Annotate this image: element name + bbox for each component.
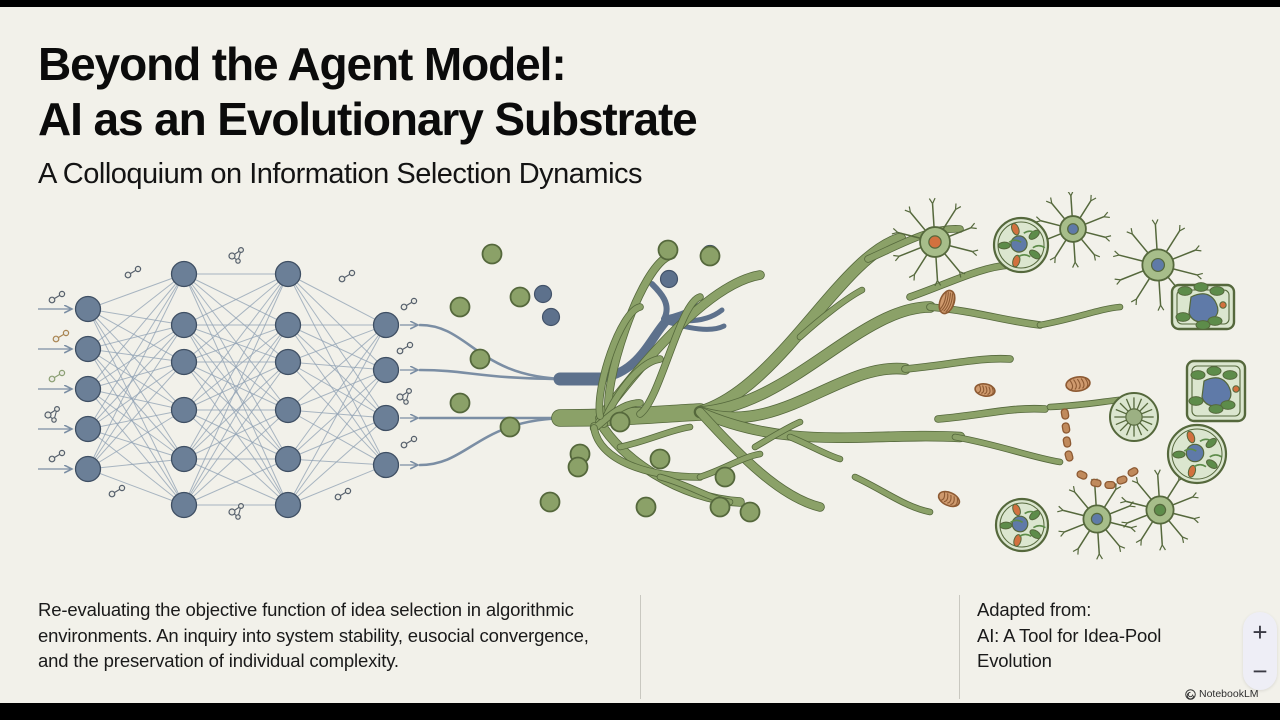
letterbox-bar-top (0, 0, 1280, 7)
network-input-arrows (38, 309, 72, 469)
footer: Re-evaluating the objective function of … (0, 585, 1280, 703)
page-title-line-2: AI as an Evolutionary Substrate (38, 93, 698, 145)
green-evolution-tree (551, 225, 1134, 516)
network-nodes (74, 260, 400, 519)
zoom-in-button[interactable]: + (1252, 616, 1268, 647)
watermark-label: NotebookLM (1199, 688, 1259, 700)
footer-source: Adapted from: AI: A Tool for Idea-Pool E… (977, 597, 1227, 674)
convergence-streams (418, 323, 572, 467)
title-block: Beyond the Agent Model: AI as an Evoluti… (38, 37, 858, 192)
notebooklm-spiral-icon (1185, 688, 1196, 700)
illustration-neural-to-tree (38, 192, 1247, 560)
footer-source-label: Adapted from: (977, 599, 1092, 620)
page-title-line-1: Beyond the Agent Model: (38, 38, 567, 90)
biological-cells (891, 192, 1247, 560)
network-edges (87, 273, 387, 506)
footer-description: Re-evaluating the objective function of … (38, 599, 589, 671)
molecule-decorations (44, 246, 418, 520)
zoom-control[interactable]: + − (1243, 612, 1277, 690)
footer-divider-left (640, 595, 641, 699)
branch-tips (449, 239, 761, 523)
slide-canvas: Beyond the Agent Model: AI as an Evoluti… (0, 7, 1280, 703)
zoom-out-button[interactable]: − (1252, 655, 1268, 686)
footer-source-title: AI: A Tool for Idea-Pool Evolution (977, 624, 1162, 672)
notebooklm-watermark: NotebookLM (1185, 688, 1259, 700)
letterbox-bar-bottom (0, 703, 1280, 720)
page-subtitle: A Colloquium on Information Selection Dy… (38, 158, 643, 190)
network-output-arrows (400, 325, 418, 465)
footer-divider-right (959, 595, 960, 699)
